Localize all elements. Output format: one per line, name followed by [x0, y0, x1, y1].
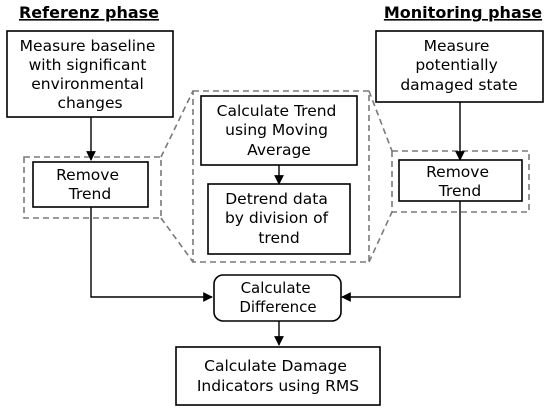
zoom-line-top-right — [368, 90, 393, 152]
calc-trend-box — [200, 95, 358, 166]
remove-trend-right-box — [398, 159, 523, 202]
remove-trend-right-label: Remove Trend — [426, 163, 494, 200]
detrend-detail-group — [192, 90, 370, 263]
arrow-left-to-difference — [90, 207, 213, 302]
arrow-right-to-difference — [341, 201, 461, 302]
monitoring-phase-header: Monitoring phase — [384, 3, 542, 22]
detrend-label: Detrend data by division of trend — [225, 190, 333, 247]
zoom-line-bottom-right — [368, 211, 393, 263]
reference-phase-header: Referenz phase — [19, 3, 159, 22]
zoom-line-top-left — [160, 90, 194, 158]
detrend-box — [207, 183, 351, 255]
zoom-line-bottom-left — [160, 217, 194, 263]
remove-trend-right-group — [391, 150, 530, 213]
measure-baseline-label: Measure baseline with significant enviro… — [20, 37, 161, 112]
remove-trend-left-group — [23, 156, 162, 219]
remove-trend-left-box — [32, 161, 149, 208]
calc-damage-box — [175, 346, 381, 406]
measure-baseline-box — [6, 30, 174, 118]
remove-trend-left-label: Remove Trend — [56, 166, 124, 203]
calc-damage-label: Calculate Damage Indicators using RMS — [197, 357, 359, 395]
calc-difference-box — [213, 274, 342, 322]
calc-trend-label: Calculate Trend using Moving Average — [217, 102, 342, 159]
calc-difference-label: Calculate Difference — [239, 279, 316, 316]
measure-damaged-label: Measure potentially damaged state — [400, 37, 517, 94]
measure-damaged-box — [375, 30, 544, 103]
